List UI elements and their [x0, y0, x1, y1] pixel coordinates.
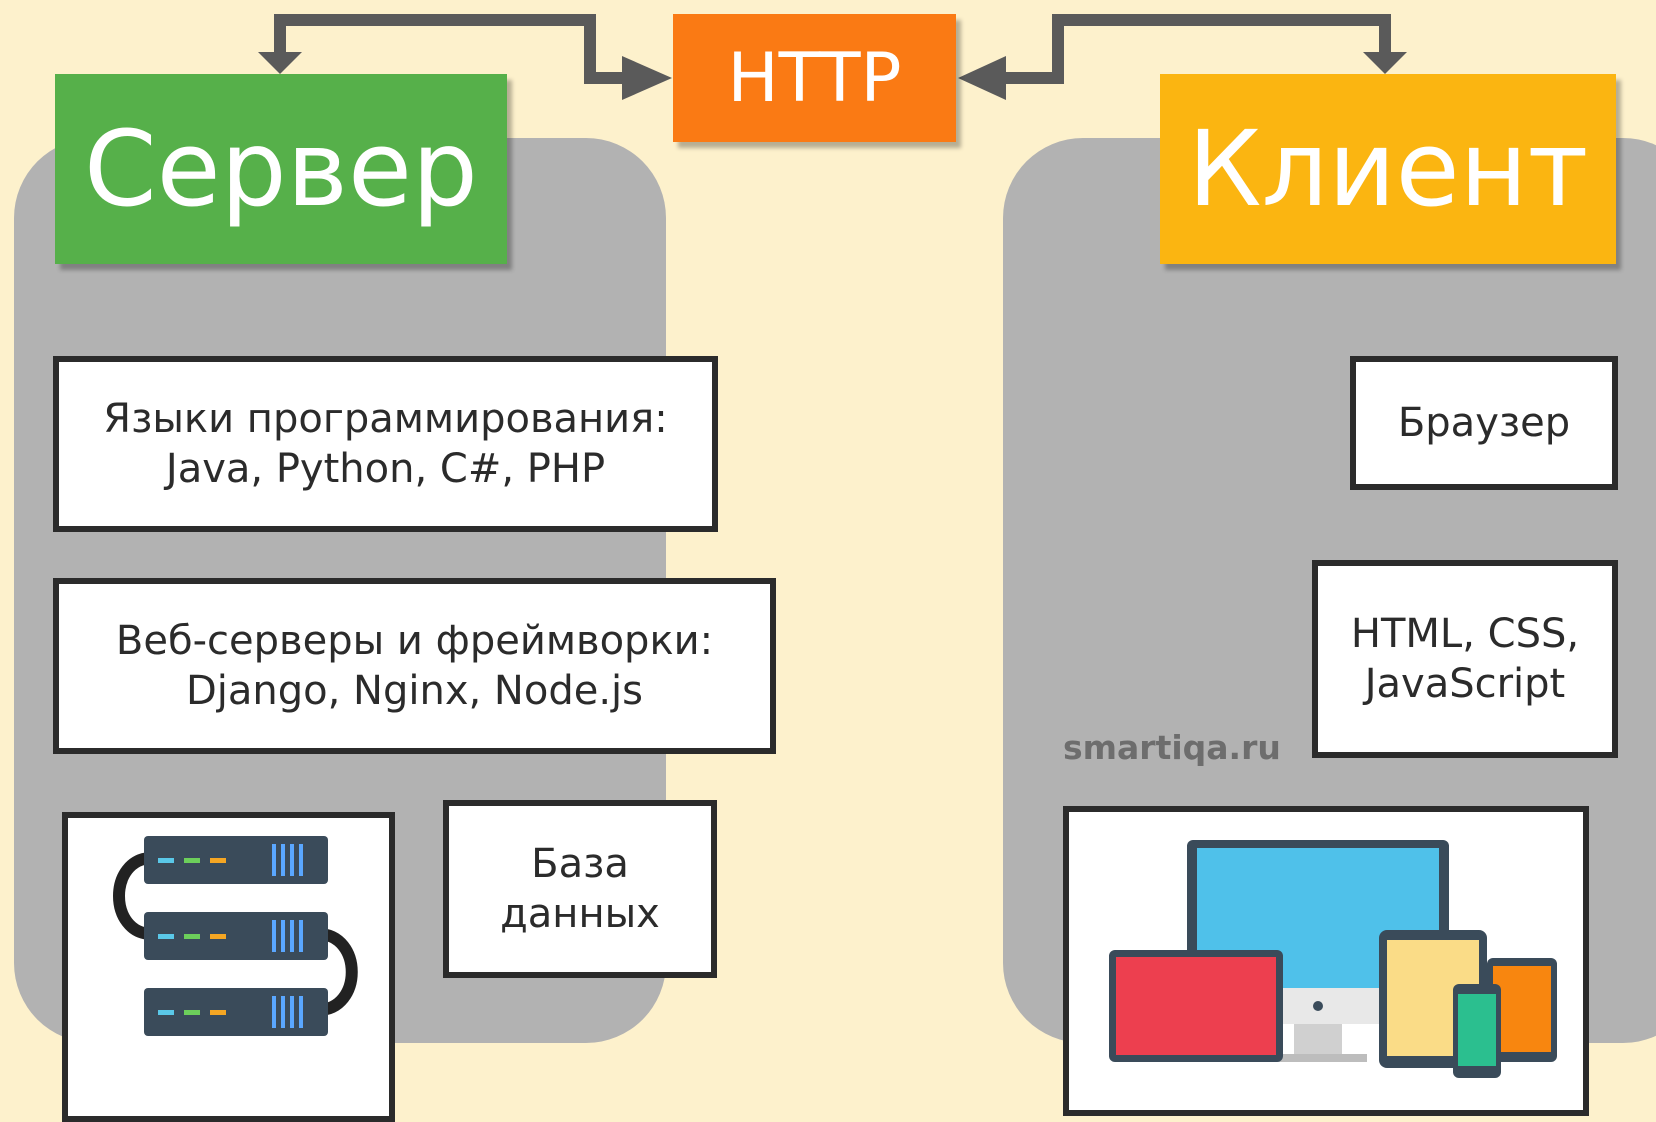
server-arrowhead [258, 52, 302, 74]
client-title-block: Клиент [1160, 74, 1616, 264]
server-connector-line [274, 14, 628, 84]
server-illustration-box [62, 812, 395, 1122]
frameworks-list: Django, Nginx, Node.js [185, 668, 643, 714]
devices-icon [1109, 840, 1557, 1078]
database-line2: данных [500, 891, 660, 937]
browser-box: Браузер [1350, 356, 1618, 490]
languages-heading: Языки программирования: [103, 396, 668, 442]
server-rack-icon [113, 836, 358, 1036]
frameworks-box: Веб-серверы и фреймворки: Django, Nginx,… [53, 578, 776, 754]
devices-illustration-box [1063, 806, 1589, 1116]
server-title: Сервер [84, 108, 478, 230]
technologies-line2: JavaScript [1364, 661, 1566, 707]
technologies-line1: HTML, CSS, [1350, 611, 1580, 657]
http-label: HTTP [727, 38, 902, 118]
client-arrowhead [1363, 52, 1407, 74]
frameworks-heading: Веб-серверы и фреймворки: [115, 618, 714, 664]
database-line1: База [531, 841, 629, 887]
languages-box: Языки программирования: Java, Python, C#… [53, 356, 718, 532]
browser-label: Браузер [1397, 400, 1571, 446]
http-block: HTTP [673, 14, 956, 142]
client-connector-line [1000, 14, 1391, 84]
http-left-arrowhead [622, 56, 672, 100]
languages-list: Java, Python, C#, PHP [165, 446, 606, 492]
http-right-arrowhead [958, 56, 1006, 100]
client-title: Клиент [1187, 108, 1589, 230]
technologies-box: HTML, CSS, JavaScript [1312, 560, 1618, 758]
server-title-block: Сервер [55, 74, 507, 264]
watermark: smartiqa.ru [1063, 728, 1281, 767]
database-box: База данных [443, 800, 717, 978]
